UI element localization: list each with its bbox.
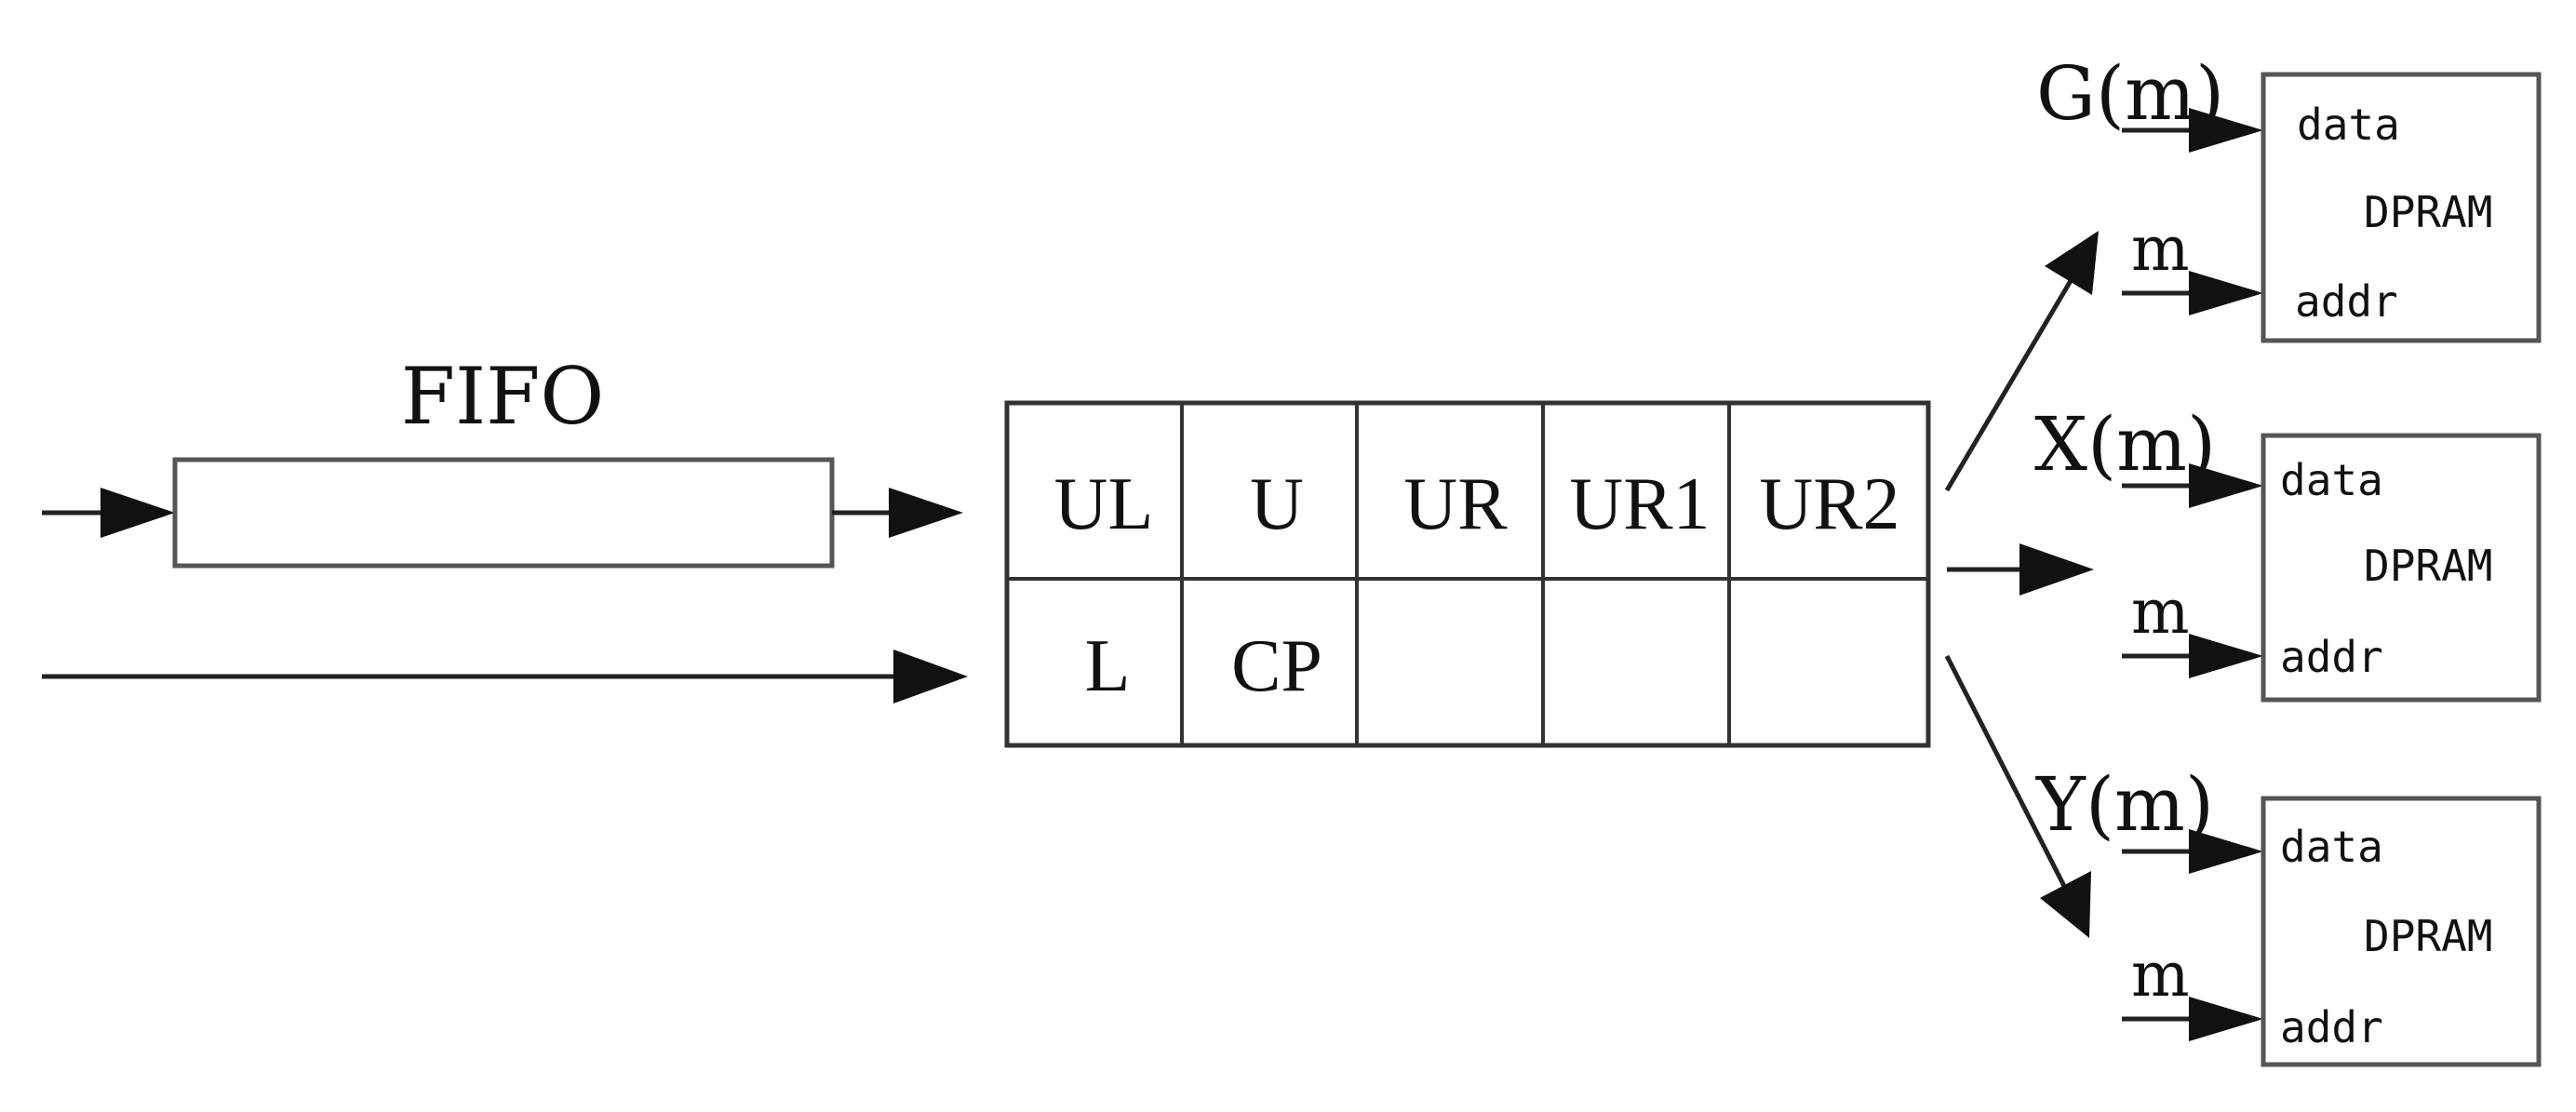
dpram-y: Y(m) m data DPRAM addr <box>2035 761 2542 1067</box>
dpram-y-addr-port: addr <box>2280 1002 2383 1052</box>
dpram-g: G(m) m data DPRAM addr <box>2036 50 2542 343</box>
fifo-input-arrow <box>42 488 175 538</box>
bypass-input-arrow <box>42 650 968 703</box>
dpram-x-addr-input-label: m <box>2131 576 2190 648</box>
dpram-x-signal-label: X(m) <box>2034 401 2216 488</box>
dpram-g-addr-input-label: m <box>2131 213 2190 285</box>
cell-ur2: UR2 <box>1759 463 1899 545</box>
cell-l: L <box>1085 625 1131 707</box>
dpram-g-data-port: data <box>2297 100 2400 150</box>
fifo-box <box>172 457 835 569</box>
fanout-arrow-x <box>1947 543 2094 596</box>
fanout-arrow-y <box>1944 654 2091 938</box>
cell-ur1: UR1 <box>1569 463 1710 545</box>
dpram-y-block-label: DPRAM <box>2364 911 2492 961</box>
dpram-y-data-port: data <box>2280 822 2383 872</box>
dpram-y-signal-label: Y(m) <box>2035 761 2214 848</box>
cell-ul: UL <box>1054 463 1154 545</box>
dpram-x-block-label: DPRAM <box>2364 541 2492 591</box>
dpram-g-block-label: DPRAM <box>2364 187 2492 237</box>
dpram-y-block <box>2261 796 2542 1067</box>
dpram-y-addr-input-label: m <box>2131 939 2190 1011</box>
dpram-g-block <box>2261 72 2542 343</box>
dpram-x-data-port: data <box>2280 455 2383 505</box>
register-grid: UL U UR UR1 UR2 L CP <box>1004 400 1931 748</box>
dpram-x: X(m) m data DPRAM addr <box>2034 401 2542 703</box>
cell-u: U <box>1250 463 1304 545</box>
dpram-g-addr-port: addr <box>2295 276 2398 327</box>
cell-cp: CP <box>1231 625 1322 707</box>
fifo-output-arrow <box>832 488 963 538</box>
dpram-x-addr-port: addr <box>2280 632 2383 682</box>
register-grid-border <box>1004 400 1931 748</box>
fifo-label: FIFO <box>401 351 605 442</box>
fanout-arrow-g <box>1944 231 2099 492</box>
dpram-x-block <box>2261 433 2542 703</box>
cell-ur: UR <box>1403 463 1508 545</box>
